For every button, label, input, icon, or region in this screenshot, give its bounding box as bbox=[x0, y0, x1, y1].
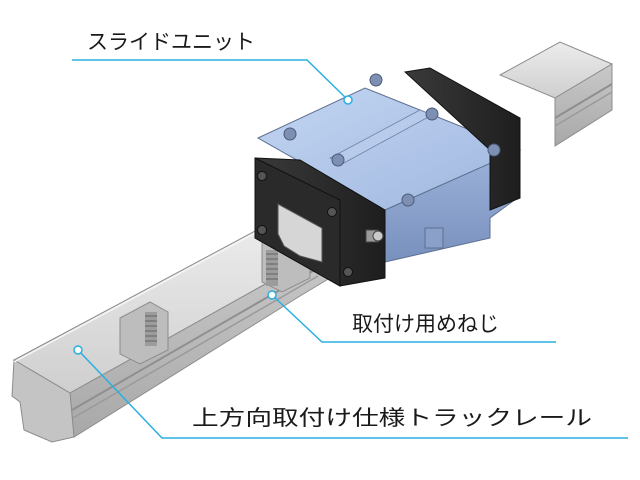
rail-leader-dot bbox=[73, 345, 83, 355]
leader-lines bbox=[72, 59, 628, 439]
slide-unit bbox=[254, 67, 522, 287]
rail-far-groove bbox=[554, 83, 613, 119]
rail-far-groove-2 bbox=[554, 91, 613, 127]
end-seal-screw bbox=[327, 207, 337, 217]
mounting-hole-icon bbox=[266, 250, 278, 286]
mounting-hole-icon bbox=[145, 312, 157, 346]
slide-unit-label: スライドユニット bbox=[87, 30, 255, 54]
rail-leader bbox=[77, 349, 628, 439]
rail-edge-highlight bbox=[13, 223, 273, 363]
grease-nipple-icon bbox=[365, 229, 384, 243]
block-side-slot bbox=[424, 227, 444, 249]
slide-unit-leader bbox=[72, 59, 349, 101]
mounting-screw-leader-dot bbox=[267, 290, 277, 300]
mounting-screw-label: 取付け用めねじ bbox=[352, 312, 499, 336]
block-bolt-heads bbox=[283, 73, 501, 207]
end-seal-rail-opening bbox=[277, 203, 323, 263]
rail-label: 上方向取付け仕様トラックレール bbox=[192, 406, 592, 430]
slide-unit-leader-dot bbox=[343, 95, 353, 105]
end-seal-screw bbox=[257, 225, 267, 235]
end-seal-screw bbox=[257, 171, 267, 181]
rail-end-profile bbox=[11, 359, 75, 443]
end-seal-screw bbox=[343, 267, 353, 277]
mounting-screw-leader bbox=[271, 294, 556, 343]
rail-far-side bbox=[554, 63, 613, 147]
